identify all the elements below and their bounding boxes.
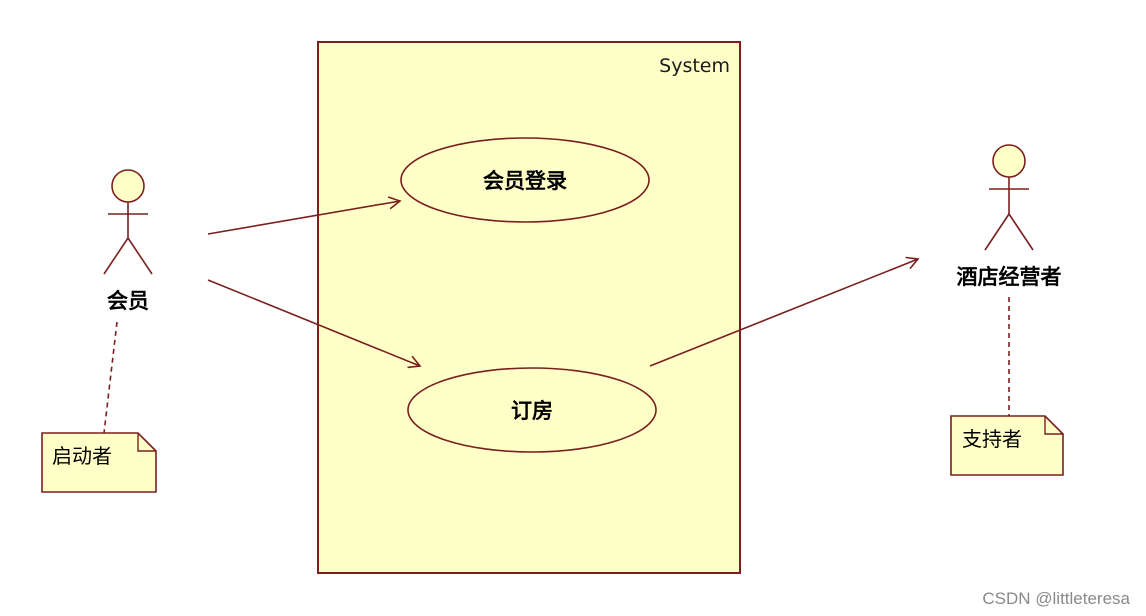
note-initiator[interactable]: 启动者 <box>41 432 157 493</box>
use-case-member-login[interactable]: 会员登录 <box>400 137 650 223</box>
association-member-booking[interactable] <box>207 279 422 369</box>
actor-hotel-operator[interactable]: 酒店经营者 <box>957 144 1062 289</box>
note-anchor-initiator <box>103 321 118 434</box>
actor-member[interactable]: 会员 <box>103 169 153 313</box>
system-title: System <box>659 55 730 77</box>
stick-figure-icon <box>984 144 1034 251</box>
use-case-label: 会员登录 <box>483 169 567 193</box>
stick-figure-icon <box>103 169 153 275</box>
actor-label: 会员 <box>107 289 149 313</box>
system-boundary[interactable]: System <box>317 41 741 574</box>
use-case-book-room[interactable]: 订房 <box>407 367 657 453</box>
watermark: CSDN @littleteresa <box>982 589 1130 608</box>
note-label: 支持者 <box>962 427 1022 451</box>
actor-label: 酒店经营者 <box>957 265 1062 289</box>
use-case-label: 订房 <box>511 399 553 423</box>
association-member-login[interactable] <box>207 196 402 235</box>
note-supporter[interactable]: 支持者 <box>950 415 1064 476</box>
association-booking-operator[interactable] <box>649 256 920 367</box>
note-label: 启动者 <box>52 444 112 468</box>
